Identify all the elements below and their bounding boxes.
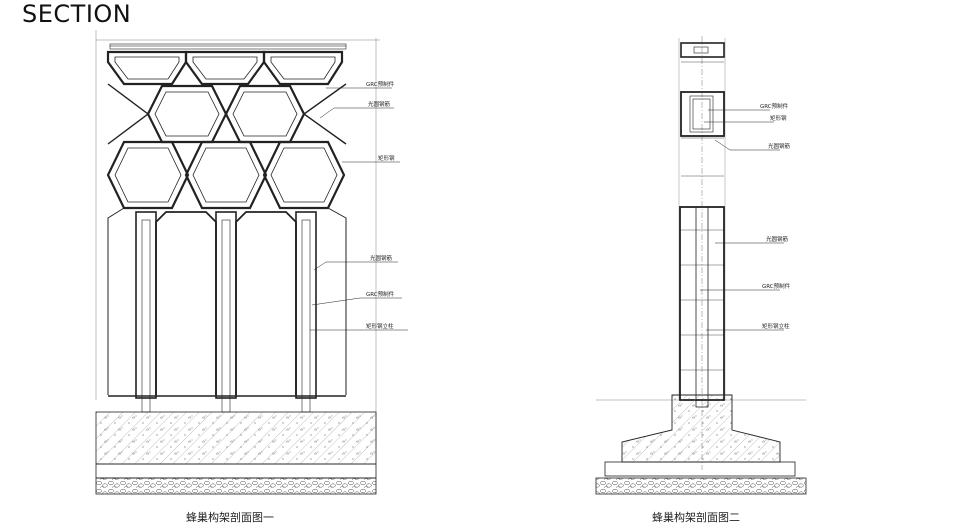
honeycomb-section-2-callouts: GRC预制件 矩形钢 光圆钢筋 光圆钢筋 GRC预制件 矩形钢立柱 <box>760 102 791 330</box>
section-title: SECTION <box>22 0 132 28</box>
honeycomb-section-2 <box>595 36 807 495</box>
callout-2-3: 光圆钢筋 <box>768 142 791 150</box>
callout-2-1: GRC预制件 <box>760 102 789 110</box>
callout-1-3: 矩形钢 <box>378 154 395 162</box>
callout-2-4: 光圆钢筋 <box>766 235 789 243</box>
callout-1-5: GRC预制件 <box>366 290 395 298</box>
callout-2-6: 矩形钢立柱 <box>762 322 790 330</box>
honeycomb-section-1 <box>95 30 408 495</box>
callout-1-1: GRC预制件 <box>366 80 395 88</box>
honeycomb-section-1-callouts: GRC预制件 光圆钢筋 矩形钢 光圆钢筋 GRC预制件 矩形钢立柱 <box>366 80 395 330</box>
callout-1-6: 矩形钢立柱 <box>366 322 394 330</box>
caption-section-2: 蜂巢构架剖面图二 <box>652 511 740 524</box>
callout-2-5: GRC预制件 <box>762 282 791 290</box>
callout-1-2: 光圆钢筋 <box>368 100 391 108</box>
callout-1-4: 光圆钢筋 <box>370 254 393 262</box>
caption-section-1: 蜂巢构架剖面图一 <box>186 511 274 524</box>
callout-2-2: 矩形钢 <box>770 114 787 122</box>
